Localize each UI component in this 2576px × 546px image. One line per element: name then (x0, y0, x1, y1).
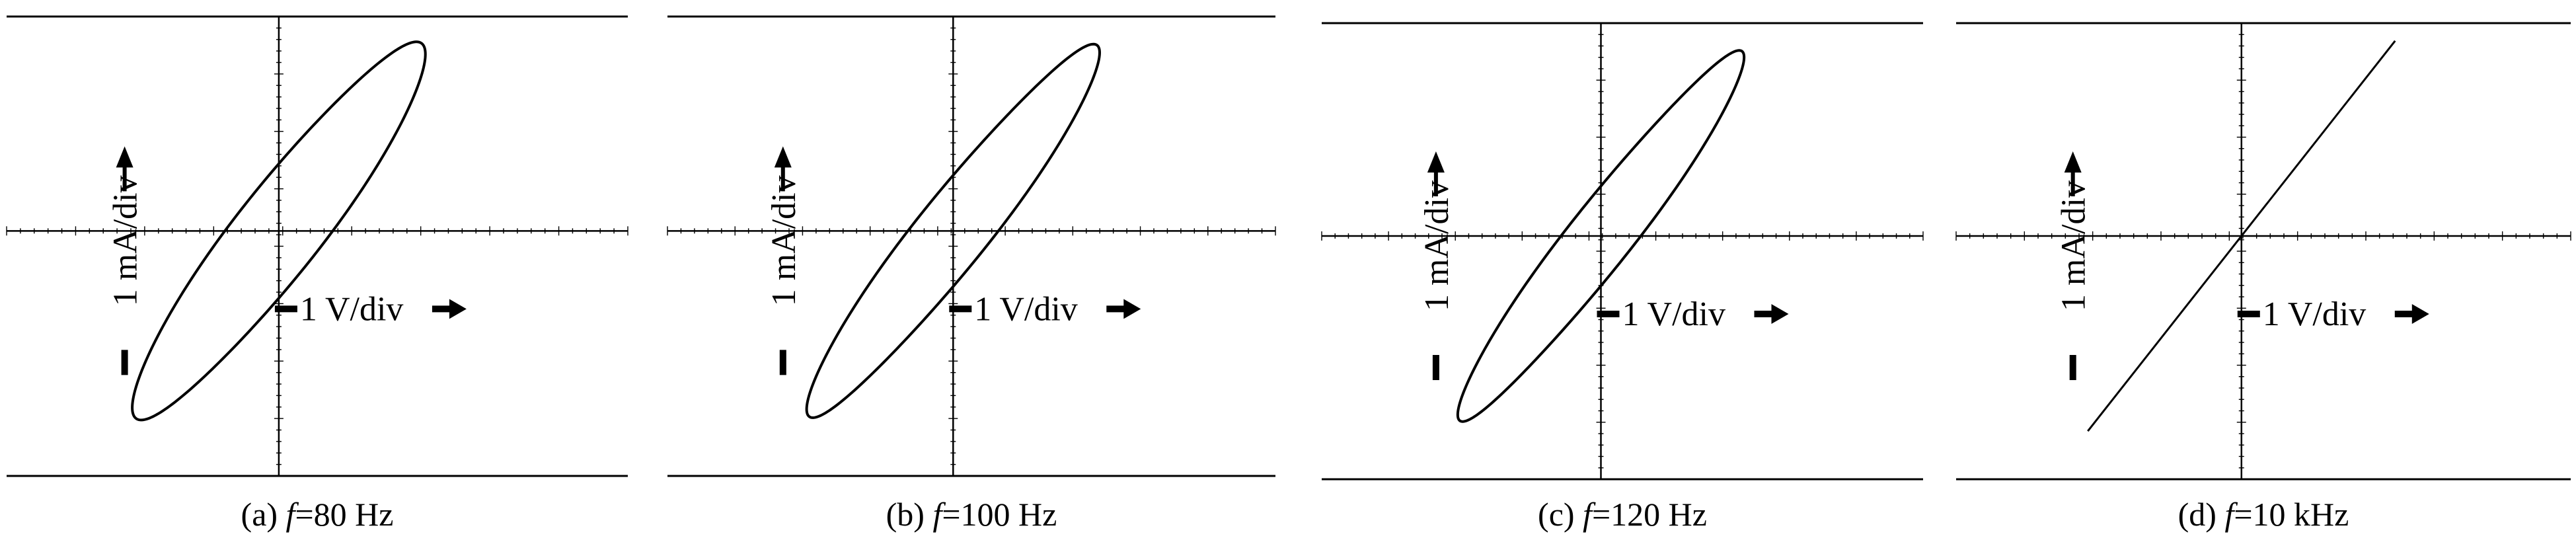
caption-prefix: (d) (2178, 496, 2225, 533)
y-scale-group: 1 mA/div (107, 175, 145, 306)
panel-caption: (c) f=120 Hz (1538, 496, 1707, 533)
y-scale-label: 1 mA/div (1418, 180, 1456, 311)
x-scale-bar (1597, 311, 1620, 317)
caption-prefix: (c) (1538, 496, 1583, 533)
caption-value: =80 Hz (295, 496, 393, 533)
caption-value: =100 Hz (942, 496, 1057, 533)
caption-value: =120 Hz (1592, 496, 1707, 533)
panel-a: 1 mA/div 1 V/div (a) f=80 Hz (6, 15, 628, 533)
y-scale-label: 1 mA/div (2055, 180, 2093, 311)
y-scale-group: 1 mA/div (2055, 180, 2093, 311)
panel-caption: (d) f=10 kHz (2178, 496, 2349, 533)
panel-d: 1 mA/div 1 V/div (d) f=10 kHz (1955, 22, 2571, 533)
y-scale-bar (1432, 355, 1439, 380)
panel-caption: (b) f=100 Hz (886, 496, 1057, 533)
x-arrow-head (1123, 299, 1141, 319)
panel-b: 1 mA/div 1 V/div (b) f=100 Hz (667, 15, 1276, 533)
x-scale-label: 1 V/div (1622, 295, 1726, 333)
y-arrow-head (774, 146, 792, 168)
series-curve (2087, 40, 2396, 432)
series-curve (131, 40, 427, 422)
y-scale-label: 1 mA/div (107, 175, 145, 306)
y-scale-group: 1 mA/div (765, 175, 803, 306)
y-arrow-head (116, 146, 133, 168)
x-arrow-head (1771, 304, 1789, 324)
x-scale-bar (2237, 311, 2260, 317)
y-scale-bar (779, 350, 786, 375)
y-scale-bar (2069, 355, 2076, 380)
x-scale-bar (949, 305, 972, 313)
x-scale-label: 1 V/div (2263, 295, 2367, 333)
x-scale-bar (274, 305, 297, 313)
y-scale-bar (121, 350, 128, 375)
x-scale-label: 1 V/div (974, 290, 1078, 328)
x-arrow-head (449, 299, 467, 319)
y-arrow-head (1427, 151, 1445, 173)
x-arrow-head (2411, 304, 2429, 324)
caption-value: =10 kHz (2234, 496, 2349, 533)
y-scale-label: 1 mA/div (765, 175, 803, 306)
series-curve (805, 42, 1101, 419)
caption-prefix: (a) (241, 496, 286, 533)
panel-c: 1 mA/div 1 V/div (c) f=120 Hz (1321, 22, 1924, 533)
panel-caption: (a) f=80 Hz (241, 496, 394, 533)
caption-prefix: (b) (886, 496, 933, 533)
y-arrow-head (2064, 151, 2082, 173)
x-scale-label: 1 V/div (300, 290, 404, 328)
series-curve (1456, 49, 1746, 423)
y-scale-group: 1 mA/div (1418, 180, 1456, 311)
